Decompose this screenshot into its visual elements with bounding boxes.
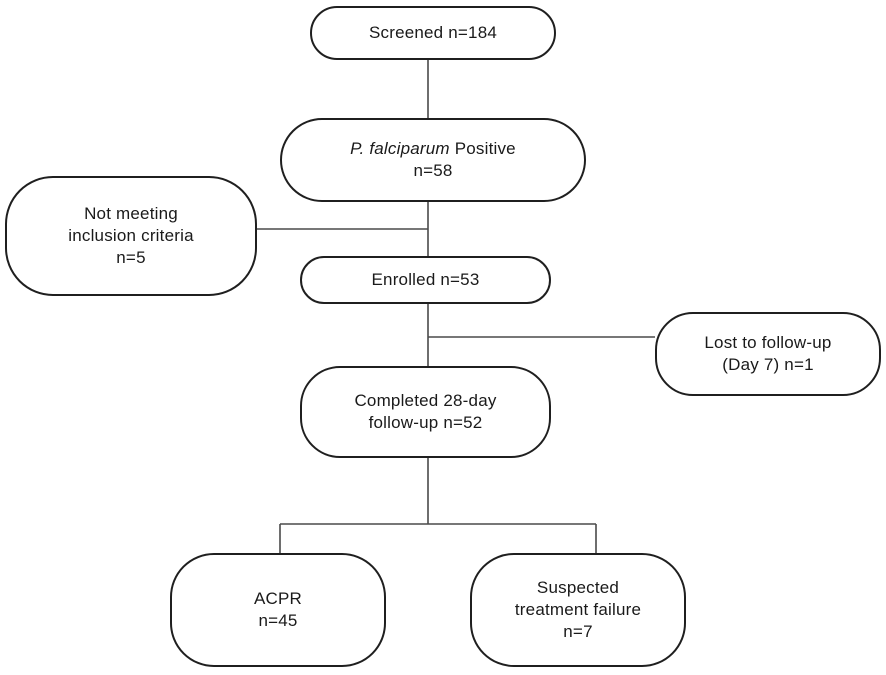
lost-line1: Lost to follow-up (704, 333, 832, 352)
failure-line1: Suspected (536, 578, 620, 597)
exclusion-line1: Not meeting (84, 204, 178, 223)
node-pfalciparum-positive: P. falciparum Positive n=58 (280, 118, 586, 202)
node-suspected-treatment-failure: Suspected treatment failure n=7 (470, 553, 686, 667)
exclusion-count: n=5 (116, 248, 146, 267)
failure-count: n=7 (563, 622, 593, 641)
node-acpr: ACPR n=45 (170, 553, 386, 667)
exclusion-line2: inclusion criteria (68, 226, 194, 245)
node-screened: Screened n=184 (310, 6, 556, 60)
lost-line2: (Day 7) n=1 (722, 355, 814, 374)
completed-line2: follow-up n=52 (368, 413, 483, 432)
acpr-count: n=45 (258, 611, 298, 630)
positive-suffix: Positive (449, 139, 516, 158)
node-completed-follow-up: Completed 28-day follow-up n=52 (300, 366, 551, 458)
node-enrolled: Enrolled n=53 (300, 256, 551, 304)
screened-label: Screened n=184 (368, 23, 498, 42)
enrolled-label: Enrolled n=53 (371, 270, 480, 289)
node-not-meeting-criteria: Not meeting inclusion criteria n=5 (5, 176, 257, 296)
completed-line1: Completed 28-day (354, 391, 497, 410)
acpr-label: ACPR (253, 589, 303, 608)
failure-line2: treatment failure (514, 600, 642, 619)
species-name: P. falciparum (350, 139, 450, 158)
node-lost-to-follow-up: Lost to follow-up (Day 7) n=1 (655, 312, 881, 396)
positive-label: P. falciparum Positive (350, 138, 516, 160)
positive-count: n=58 (413, 161, 453, 180)
